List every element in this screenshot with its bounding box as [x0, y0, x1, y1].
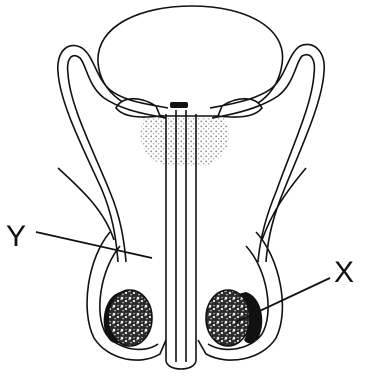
body-outline-left — [58, 168, 114, 240]
label-x: X — [334, 256, 354, 289]
testis-left — [108, 290, 152, 346]
body-outline-right — [262, 168, 306, 240]
prostate-gland — [141, 118, 229, 166]
ejaculatory-duct-mark — [170, 102, 188, 108]
label-y: Y — [6, 220, 26, 253]
label-y-leader — [36, 232, 152, 258]
